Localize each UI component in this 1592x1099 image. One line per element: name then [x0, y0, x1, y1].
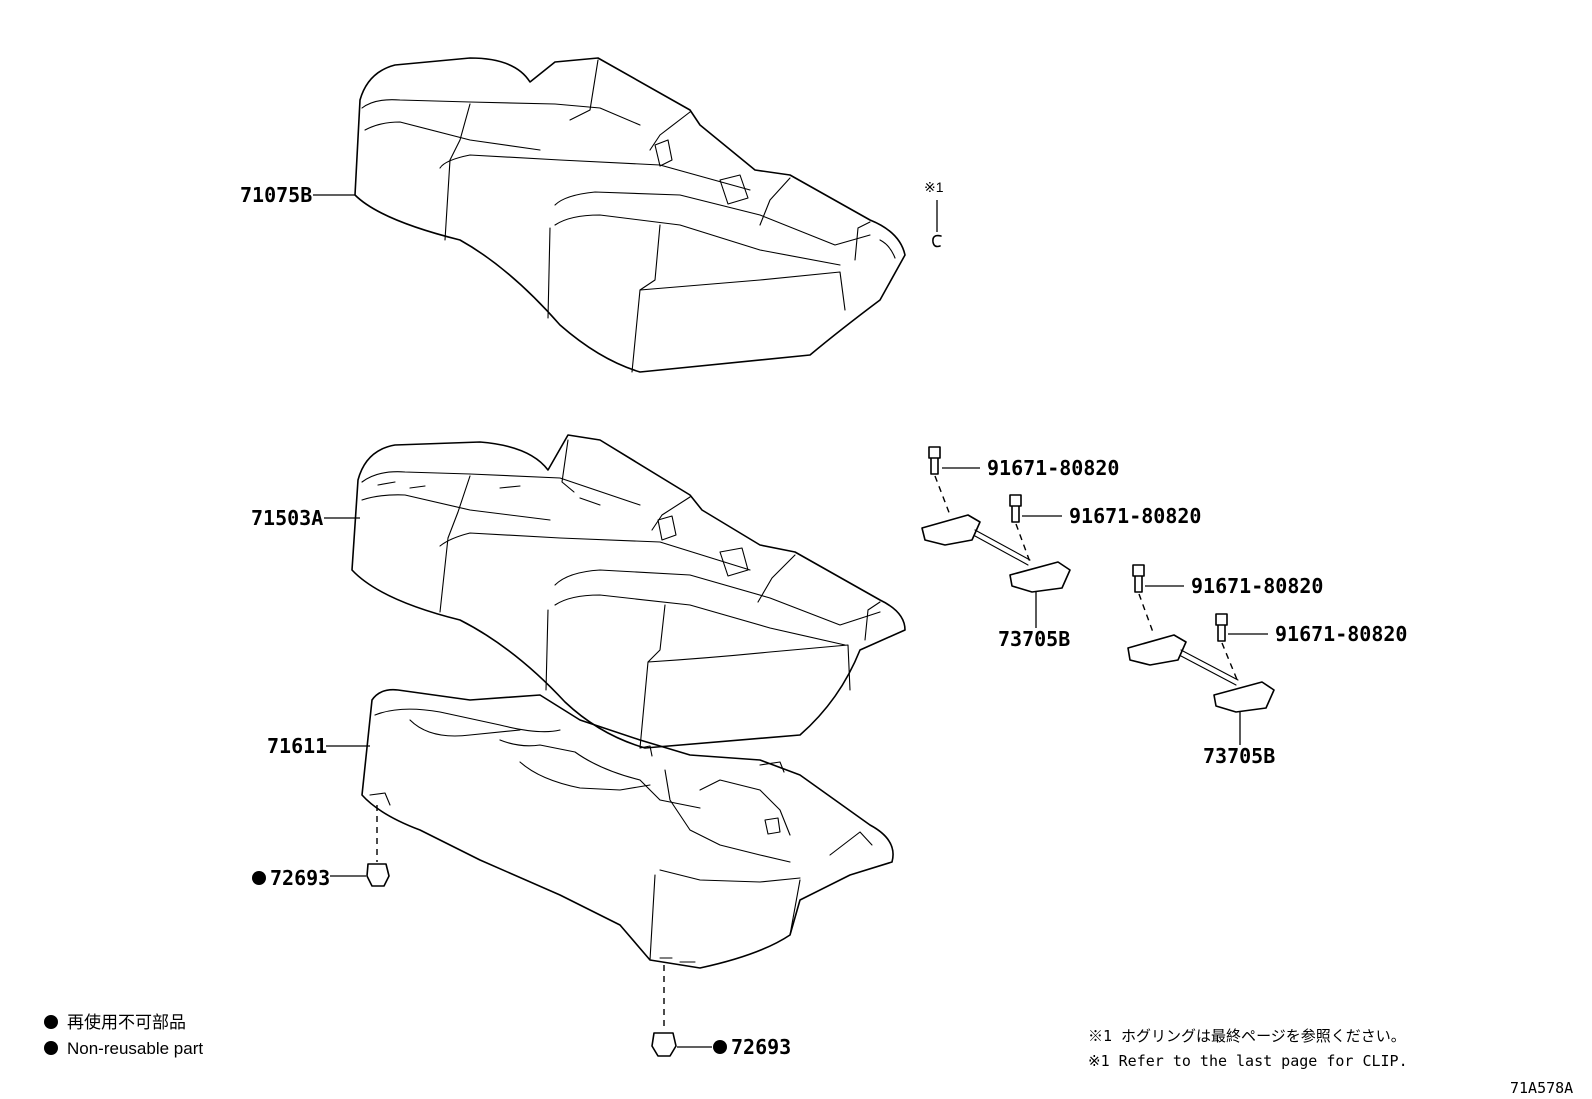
- clip-72693-icon-b: [651, 1032, 677, 1057]
- seat-cover-drawing: [354, 57, 906, 373]
- part-label-71075b: 71075B: [240, 183, 312, 207]
- clip-icon: [932, 234, 942, 248]
- clip-72693-icon-a: [366, 863, 390, 887]
- part-label-bolt-4: 91671-80820: [1275, 622, 1407, 646]
- part-label-72693-b: 72693: [731, 1035, 791, 1059]
- bolt-icon-1: [928, 446, 941, 475]
- bracket-set-a: [921, 446, 1071, 628]
- non-reusable-dot-b: [713, 1040, 727, 1054]
- legend-jp: 再使用不可部品: [67, 1012, 186, 1032]
- note-jp: ※1 ホグリングは最終ページを参照ください。: [1088, 1027, 1406, 1045]
- note-en: ※1 Refer to the last page for CLIP.: [1088, 1052, 1408, 1070]
- legend-dot-jp: [44, 1015, 58, 1029]
- seat-frame-drawing: [361, 688, 894, 969]
- part-label-73705b-b: 73705B: [1203, 744, 1275, 768]
- part-label-bolt-1: 91671-80820: [987, 456, 1119, 480]
- bolt-icon-2: [1009, 494, 1022, 523]
- part-label-73705b-a: 73705B: [998, 627, 1070, 651]
- figure-code: 71A578A: [1510, 1079, 1573, 1097]
- part-label-bolt-2: 91671-80820: [1069, 504, 1201, 528]
- clip-marker: ※1: [924, 179, 944, 195]
- legend-en: Non-reusable part: [67, 1039, 203, 1058]
- bolt-icon-4: [1215, 613, 1228, 642]
- bracket-set-b: [1127, 564, 1275, 745]
- part-label-71611: 71611: [267, 734, 327, 758]
- non-reusable-dot-a: [252, 871, 266, 885]
- part-label-bolt-3: 91671-80820: [1191, 574, 1323, 598]
- bolt-icon-3: [1132, 564, 1145, 593]
- part-label-71503a: 71503A: [251, 506, 323, 530]
- part-label-72693-a: 72693: [270, 866, 330, 890]
- legend-dot-en: [44, 1041, 58, 1055]
- seat-cushion-drawing: [351, 434, 906, 749]
